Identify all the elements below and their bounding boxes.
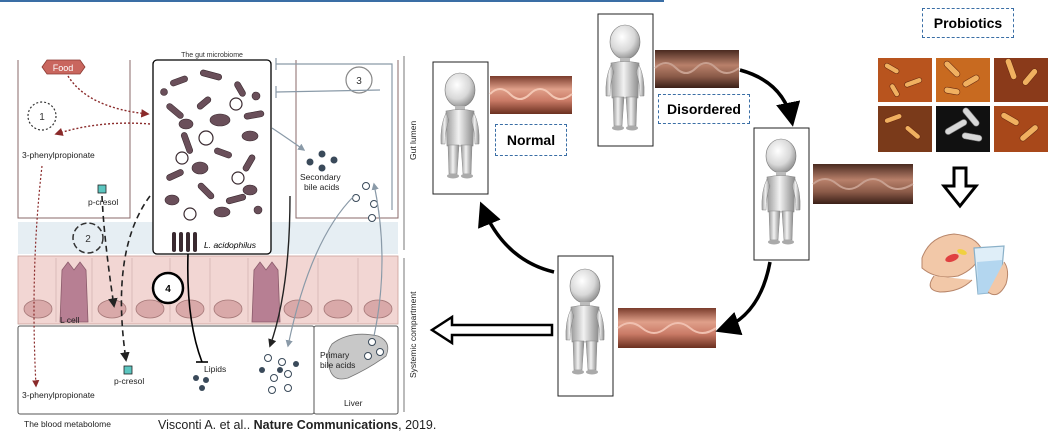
systemic-compartment-label: Systemic compartment <box>408 291 418 378</box>
step-1-label: 1 <box>39 112 45 123</box>
blood-metabolome-label: The blood metabolome <box>24 419 111 429</box>
lipids-label: Lipids <box>204 364 226 374</box>
l-cell-label: L cell <box>60 315 80 325</box>
right-to-bottom-arrow <box>715 261 772 336</box>
disordered-label: Disordered <box>658 94 750 124</box>
step-1-circle <box>27 101 57 131</box>
lumen-to-systemic-arrow <box>285 195 355 348</box>
citation-year: , 2019. <box>398 418 437 432</box>
gut-microbiome-figure: Food 1 2 3 4 The gut microbiome <box>17 52 418 429</box>
step-2-label: 2 <box>85 234 91 245</box>
bottom-to-normal-arrow <box>478 201 555 274</box>
liver-bile-circles <box>364 338 384 360</box>
food-to-microbiome-arrow <box>67 75 150 118</box>
disordered-to-right-arrow <box>739 68 801 127</box>
liver-label: Liver <box>344 398 363 408</box>
l-acidophilus-rods <box>172 232 197 252</box>
step-2-circle <box>72 222 104 254</box>
epithelial-cells <box>23 299 393 319</box>
probiotics-label: Probiotics <box>922 8 1014 38</box>
food-label: Food <box>53 63 74 73</box>
p-cresol-top-marker <box>97 184 107 194</box>
p-cresol-bottom-label: p-cresol <box>114 376 144 386</box>
normal-gut-image <box>490 76 572 114</box>
primary-bile-line1: Primary <box>320 350 350 360</box>
systemic-bile-circles <box>264 354 292 394</box>
step-4-label: 4 <box>165 284 171 295</box>
step-4-circle <box>151 271 185 305</box>
lipid-dots <box>193 375 209 391</box>
gut-lumen-label: Gut lumen <box>408 121 418 160</box>
hollow-down-arrow <box>940 166 980 209</box>
l-cell-left <box>59 261 89 323</box>
phenylpropionate-bottom-label: 3-phenylpropionate <box>22 390 95 400</box>
right-gut-image <box>813 164 913 204</box>
bile-circles-lumen <box>352 182 378 222</box>
hollow-left-arrow <box>429 314 554 346</box>
citation-authors: Visconti A. et al.. <box>158 418 254 432</box>
liver-loop-arrow <box>276 63 393 210</box>
secondary-bile-arrow <box>268 195 291 348</box>
l-cell-right <box>251 261 281 323</box>
citation: Visconti A. et al.. Nature Communication… <box>158 418 436 432</box>
probiotics-image-grid <box>878 58 1048 152</box>
l-acidophilus-inhibit-arrow <box>275 89 381 93</box>
microbiome-title: The gut microbiome <box>181 52 243 59</box>
citation-journal: Nature Communications <box>253 418 399 432</box>
step-3-circle <box>345 66 373 94</box>
normal-label: Normal <box>495 124 567 156</box>
primary-bile-line2: bile acids <box>320 360 355 370</box>
microbiome-to-secondary-arrow <box>271 127 306 151</box>
microbiome-box <box>152 59 272 255</box>
secondary-bile-dots <box>306 150 338 172</box>
secondary-bile-line1: Secondary <box>300 172 341 182</box>
l-acidophilus-label: L. acidophilus <box>204 240 257 250</box>
phenylpropionate-top-label: 3-phenylpropionate <box>22 150 95 160</box>
p-cresol-bottom-marker <box>123 365 133 375</box>
pcresol-dashed-arrow-b <box>120 195 151 362</box>
lipids-arrow <box>186 253 203 363</box>
secondary-bile-line2: bile acids <box>304 182 339 192</box>
systemic-bile-dots <box>259 361 299 373</box>
disordered-gut-image <box>655 50 739 88</box>
liver-to-lumen-arrow <box>371 182 383 337</box>
microbiome-to-phenyl-arrow <box>54 122 151 136</box>
step-3-label: 3 <box>356 76 362 87</box>
p-cresol-top-label: p-cresol <box>88 197 118 207</box>
phenyl-to-blood-arrow <box>32 165 43 388</box>
hand-pill-glass-illustration <box>921 233 1009 296</box>
microbes <box>160 69 265 221</box>
food-icon <box>41 59 86 75</box>
